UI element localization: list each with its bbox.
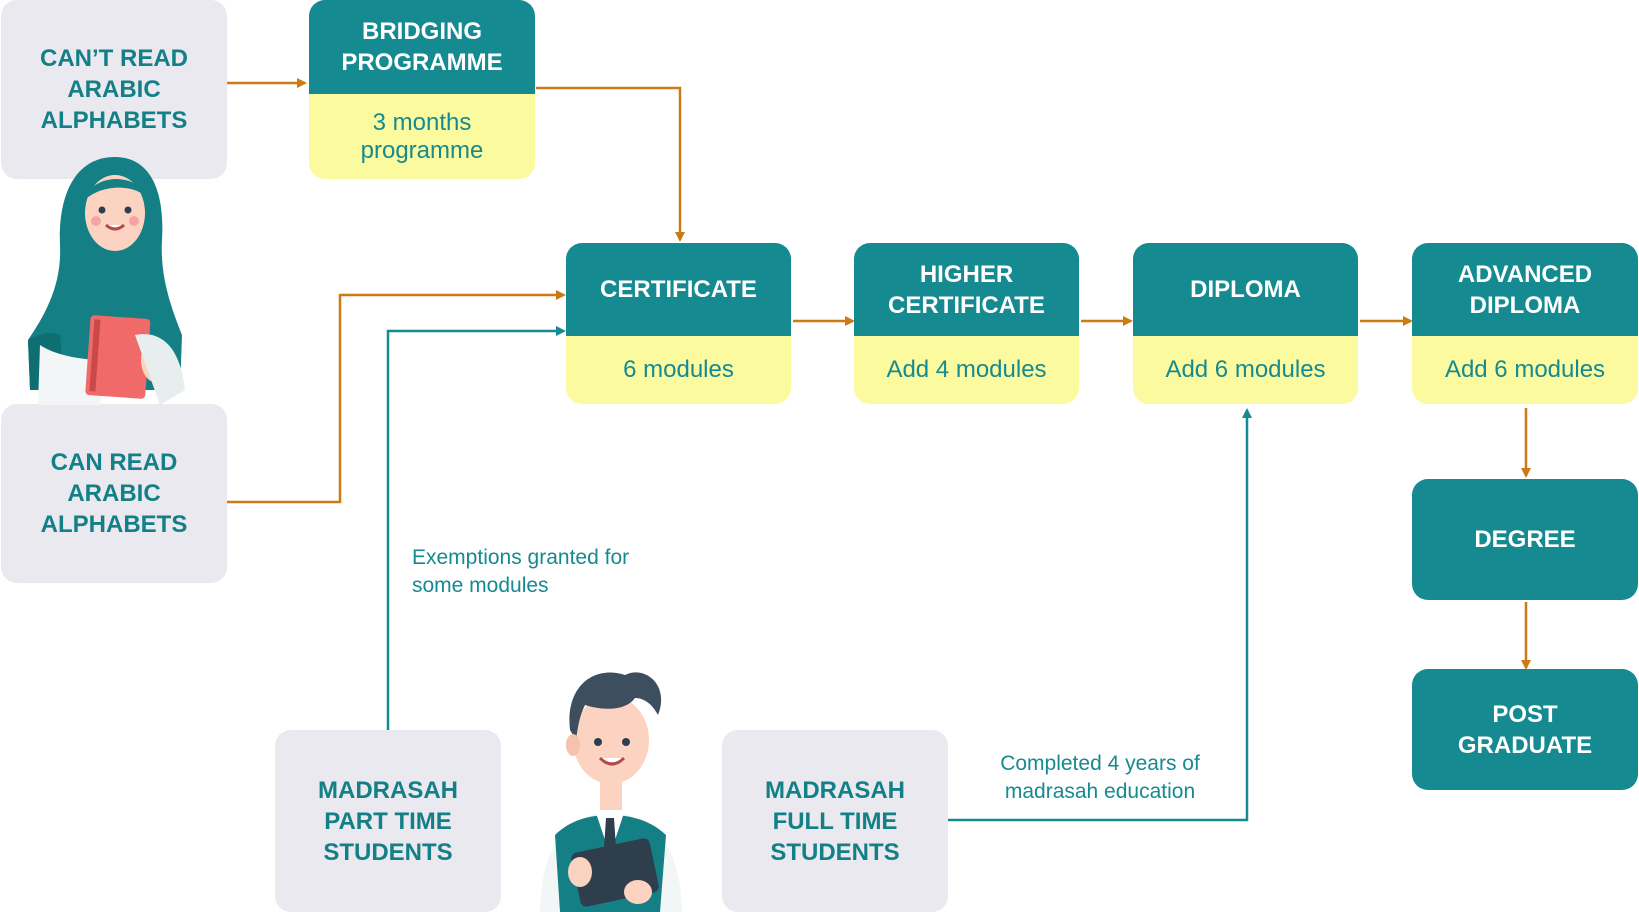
cant-read-box: CAN’T READ ARABIC ALPHABETS (1, 0, 227, 179)
advanced-diploma-title: ADVANCED DIPLOMA (1457, 260, 1593, 319)
diploma-detail: Add 6 modules (1165, 356, 1326, 383)
diploma-title: DIPLOMA (1190, 276, 1301, 303)
can-read-box: CAN READ ARABIC ALPHABETS (1, 404, 227, 583)
degree-box: DEGREE (1412, 479, 1638, 600)
arrow-bridging-to-certificate (536, 86, 685, 242)
advanced-diploma-card: ADVANCED DIPLOMA Add 6 modules (1412, 243, 1638, 404)
can-read-label: CAN READ ARABIC ALPHABETS (40, 449, 188, 538)
bridging-detail: 3 months programme (360, 108, 484, 164)
part-time-box: MADRASAH PART TIME STUDENTS (275, 730, 501, 912)
exemptions-note: Exemptions granted for some modules (412, 546, 630, 597)
completed-note: Completed 4 years of madrasah education (1000, 752, 1200, 803)
postgrad-box: POST GRADUATE (1412, 669, 1638, 790)
arrow-part-time-to-certificate (386, 326, 566, 730)
male-student-illustration (540, 672, 682, 912)
full-time-box: MADRASAH FULL TIME STUDENTS (722, 730, 948, 912)
bridging-programme-card: BRIDGING PROGRAMME 3 months programme (309, 0, 535, 179)
degree-label: DEGREE (1474, 526, 1576, 553)
certificate-card: CERTIFICATE 6 modules (566, 243, 791, 404)
higher-certificate-title: HIGHER CERTIFICATE (888, 260, 1045, 319)
postgrad-label: POST GRADUATE (1457, 700, 1593, 759)
cant-read-label: CAN’T READ ARABIC ALPHABETS (40, 45, 188, 134)
certificate-title: CERTIFICATE (600, 276, 757, 303)
advanced-diploma-detail: Add 6 modules (1444, 356, 1606, 383)
higher-certificate-detail: Add 4 modules (886, 356, 1047, 383)
arrow-full-time-to-diploma (948, 408, 1252, 822)
arrow-can-read-to-certificate (227, 290, 566, 504)
certificate-detail: 6 modules (623, 356, 734, 383)
higher-certificate-card: HIGHER CERTIFICATE Add 4 modules (854, 243, 1079, 404)
bridging-title: BRIDGING PROGRAMME (341, 18, 503, 76)
diploma-card: DIPLOMA Add 6 modules (1133, 243, 1358, 404)
part-time-label: MADRASAH PART TIME STUDENTS (318, 776, 458, 866)
female-student-illustration (28, 157, 185, 405)
full-time-label: MADRASAH FULL TIME STUDENTS (765, 776, 905, 866)
